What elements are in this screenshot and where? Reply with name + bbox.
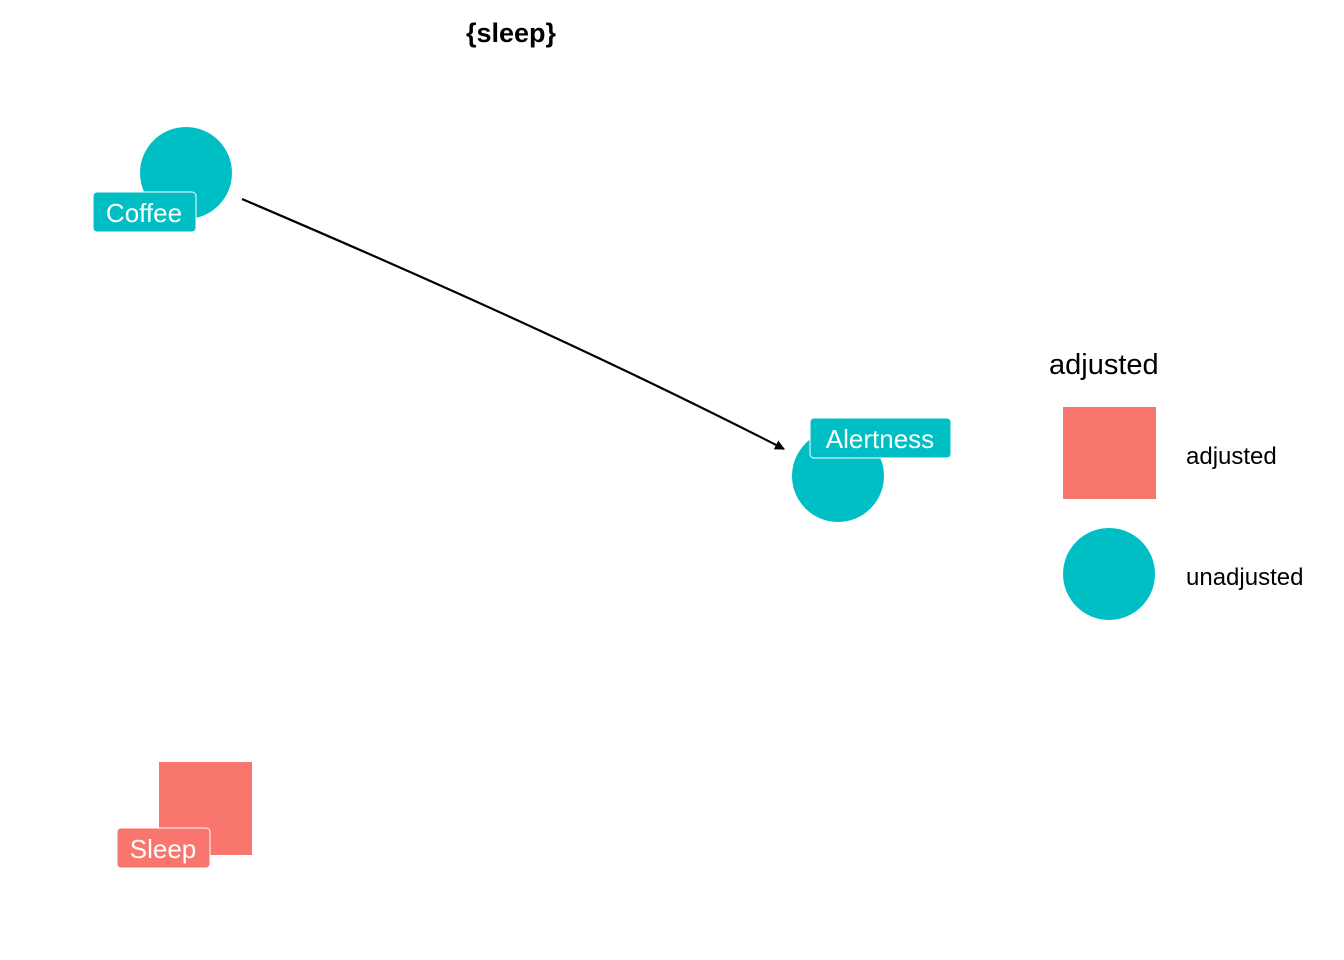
node-alertness-label: Alertness [826, 424, 934, 454]
node-coffee-label: Coffee [106, 198, 182, 228]
node-sleep: Sleep [116, 762, 252, 869]
legend-item-adjusted: adjusted [1063, 407, 1277, 499]
node-coffee-label-box [92, 191, 197, 233]
edge-coffee-to-alertness [241, 197, 785, 450]
legend-item-unadjusted: unadjusted [1063, 528, 1303, 620]
legend-item-adjusted-label: adjusted [1186, 443, 1277, 470]
node-sleep-label: Sleep [130, 834, 197, 864]
legend-key-square [1063, 407, 1156, 499]
legend: adjusted adjusted unadjusted [1049, 349, 1303, 620]
legend-item-unadjusted-label: unadjusted [1186, 564, 1303, 591]
node-sleep-label-box [116, 827, 211, 869]
legend-key-circle [1063, 528, 1155, 620]
diagram-title: {sleep} [466, 18, 557, 48]
node-alertness: Alertness [792, 417, 952, 522]
node-alertness-label-box [809, 417, 952, 459]
legend-title: adjusted [1049, 349, 1159, 381]
node-coffee: Coffee [92, 127, 232, 233]
